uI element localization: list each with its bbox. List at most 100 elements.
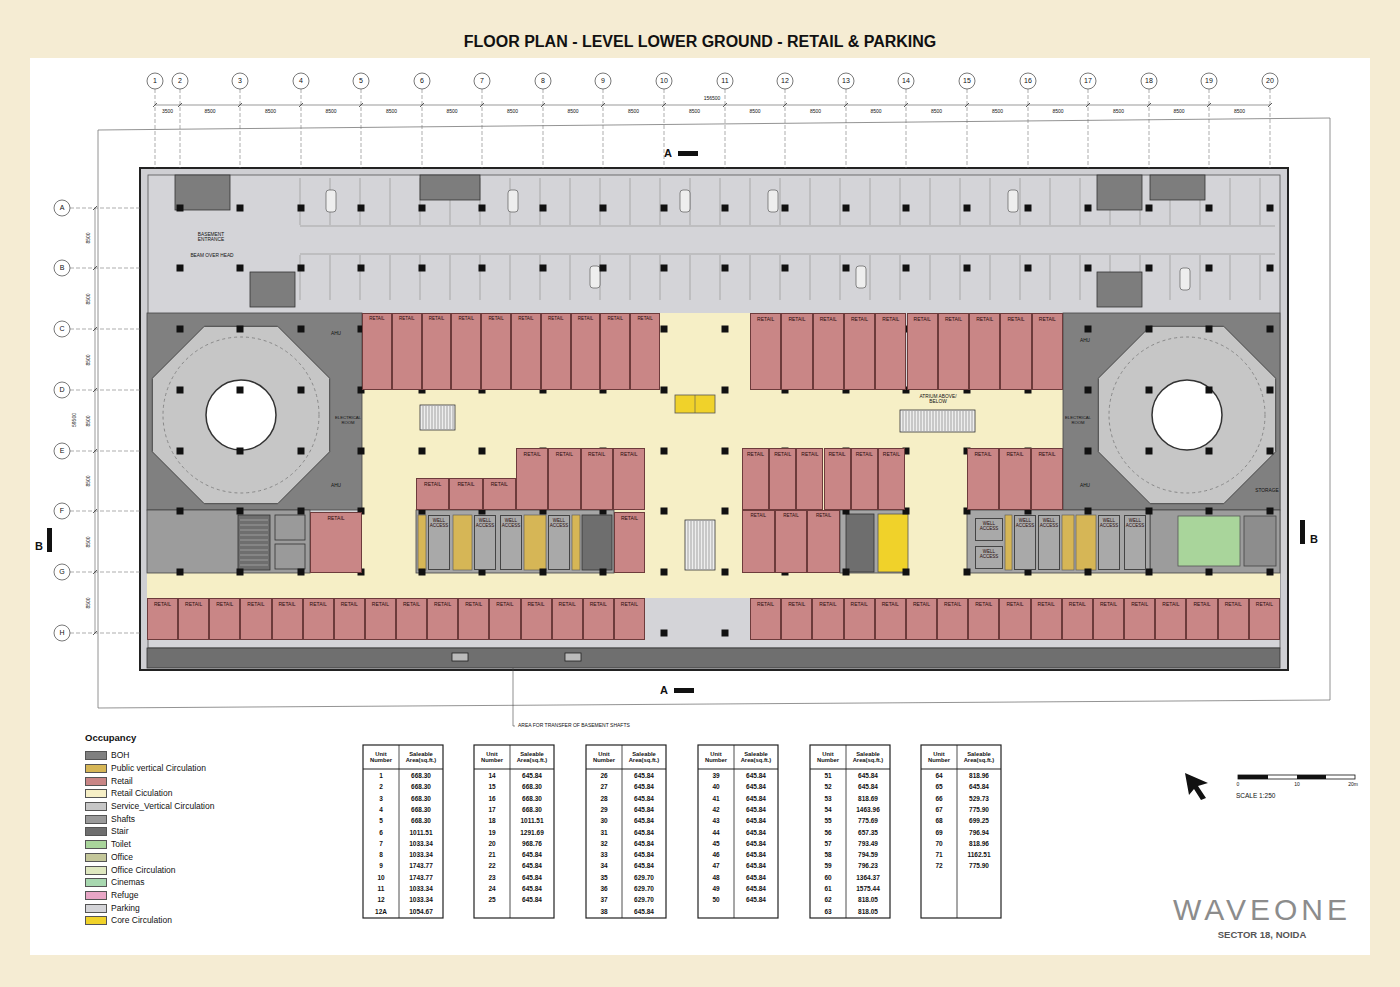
table-cell: 47 bbox=[712, 863, 719, 870]
stair-core bbox=[1097, 272, 1142, 307]
parking-stall-line bbox=[810, 255, 811, 300]
unit-label: RETAIL bbox=[553, 599, 582, 608]
escalator-step bbox=[450, 406, 451, 429]
structural-column bbox=[177, 205, 184, 212]
well-access-box: WELL ACCESS bbox=[1124, 515, 1146, 570]
structural-column bbox=[722, 569, 729, 576]
retail-unit: RETAIL bbox=[147, 598, 178, 640]
retail-unit: RETAIL bbox=[511, 313, 541, 390]
grid-lines bbox=[47, 73, 1355, 918]
table-cell: 22 bbox=[488, 863, 495, 870]
retail-unit: RETAIL bbox=[969, 313, 1000, 390]
dimension-tick bbox=[178, 103, 182, 107]
dimension-tick bbox=[299, 103, 303, 107]
grid-number: 11 bbox=[721, 77, 728, 85]
area-table bbox=[363, 745, 443, 918]
grid-letter: E bbox=[60, 447, 65, 455]
structural-column bbox=[722, 265, 729, 272]
section-letter: B bbox=[35, 540, 43, 552]
table-rule bbox=[586, 769, 666, 770]
table-cell: 17 bbox=[488, 806, 495, 813]
table-cell: 645.84 bbox=[746, 795, 766, 802]
escalator-step bbox=[697, 521, 698, 569]
structural-column bbox=[964, 569, 971, 576]
escalator-step bbox=[945, 411, 946, 431]
legend-text: Service_Vertical Circulation bbox=[111, 801, 214, 811]
table-header: Unit Number bbox=[587, 751, 621, 764]
table-cell: 529.73 bbox=[969, 795, 989, 802]
grid-number: 3 bbox=[238, 77, 242, 85]
table-cell: 61 bbox=[824, 885, 831, 892]
table-header: Saleable Area(sq.ft.) bbox=[400, 751, 443, 764]
unit-label: RETAIL bbox=[273, 599, 302, 608]
escalator-step bbox=[903, 411, 904, 431]
table-cell: 668.30 bbox=[522, 795, 542, 802]
table-cell: 794.59 bbox=[858, 852, 878, 859]
structural-column bbox=[177, 569, 184, 576]
legend-swatch bbox=[85, 878, 107, 887]
grid-number: 2 bbox=[178, 77, 182, 85]
escalator-step bbox=[921, 411, 922, 431]
grid-number: 6 bbox=[420, 77, 424, 85]
table-header: Saleable Area(sq.ft.) bbox=[511, 751, 554, 764]
table-cell: 36 bbox=[600, 885, 607, 892]
structural-column bbox=[1146, 265, 1153, 272]
parking-stall-line bbox=[630, 178, 631, 225]
table-cell: 645.84 bbox=[634, 863, 654, 870]
structural-column bbox=[298, 508, 305, 515]
table-cell: 30 bbox=[600, 818, 607, 825]
plan-graphics bbox=[30, 58, 1370, 955]
legend-text: Parking bbox=[111, 903, 140, 913]
unit-label: RETAIL bbox=[241, 599, 270, 608]
dimension: 8500 bbox=[386, 109, 397, 115]
parking-stall-line bbox=[900, 178, 901, 225]
structural-column bbox=[540, 569, 547, 576]
parking-stall-line bbox=[600, 178, 601, 225]
parking-stall-line bbox=[570, 255, 571, 300]
structural-column bbox=[298, 265, 305, 272]
retail-unit: RETAIL bbox=[999, 598, 1030, 640]
legend-text: Cinemas bbox=[111, 877, 145, 887]
table-cell: 10 bbox=[377, 874, 384, 881]
retail-unit: RETAIL bbox=[1031, 598, 1062, 640]
vertical-circulation bbox=[1005, 515, 1012, 570]
legend-item: Service_Vertical Circulation bbox=[85, 801, 214, 812]
parking-stall-line bbox=[930, 255, 931, 300]
parking-stall-line bbox=[1050, 255, 1051, 300]
retail-unit: RETAIL bbox=[907, 313, 938, 390]
retail-unit: RETAIL bbox=[851, 448, 878, 510]
grid-bubble bbox=[959, 73, 975, 89]
table-cell: 645.84 bbox=[746, 784, 766, 791]
grid-line bbox=[1088, 89, 1089, 168]
retail-unit: RETAIL bbox=[481, 313, 511, 390]
unit-label: RETAIL bbox=[1000, 449, 1030, 458]
structural-column bbox=[419, 205, 426, 212]
parking-stall-line bbox=[780, 255, 781, 300]
structural-column bbox=[903, 205, 910, 212]
structural-column bbox=[540, 205, 547, 212]
legend-item: Refuge bbox=[85, 890, 138, 901]
structural-column bbox=[1267, 205, 1274, 212]
table-cell: 38 bbox=[600, 908, 607, 915]
escalator-step bbox=[706, 521, 707, 569]
unit-label: RETAIL bbox=[335, 599, 364, 608]
structural-column bbox=[1085, 326, 1092, 333]
parking-stall-line bbox=[300, 226, 1275, 227]
escalator-step bbox=[954, 411, 955, 431]
table-cell: 49 bbox=[712, 885, 719, 892]
structural-column bbox=[237, 569, 244, 576]
dimension: 8500 bbox=[749, 109, 760, 115]
grid-line bbox=[70, 268, 140, 269]
parking-stall-line bbox=[810, 178, 811, 225]
table-cell: 645.84 bbox=[746, 863, 766, 870]
shaft-block bbox=[967, 510, 1150, 573]
grid-line bbox=[967, 89, 968, 168]
stair bbox=[238, 515, 270, 570]
escalator bbox=[900, 410, 975, 432]
table-rule bbox=[474, 769, 554, 770]
table-cell: 645.84 bbox=[522, 772, 542, 779]
area-table bbox=[474, 745, 554, 918]
retail-unit: RETAIL bbox=[824, 448, 851, 510]
vertical-circulation bbox=[418, 515, 426, 570]
